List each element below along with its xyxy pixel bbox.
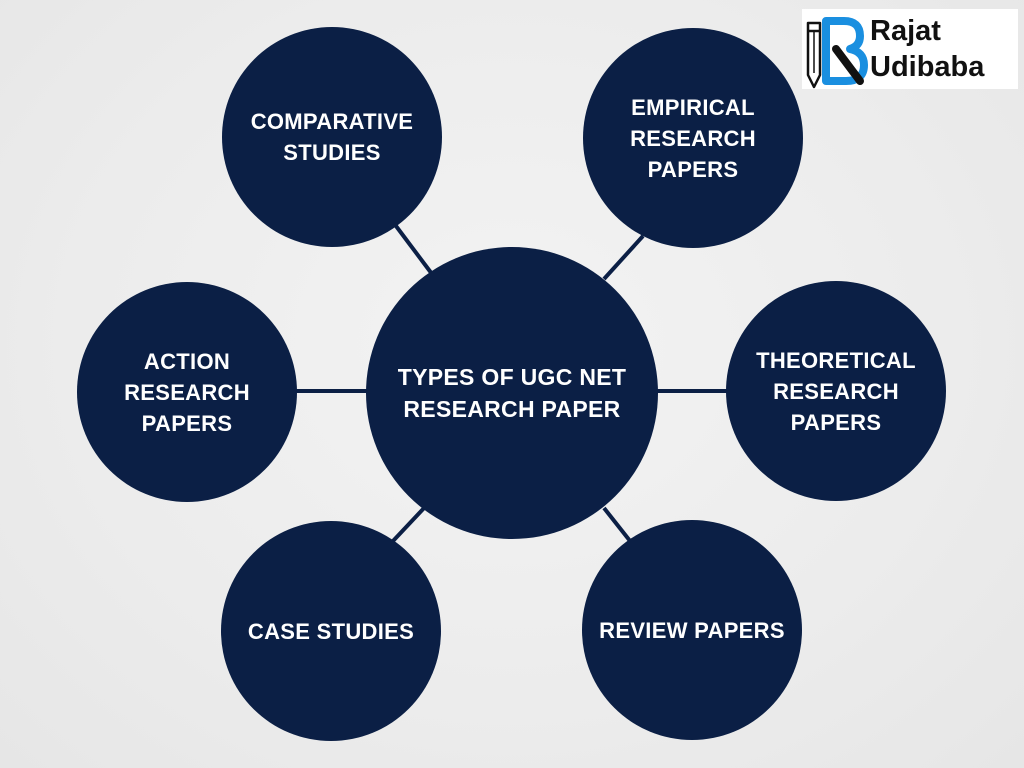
node-case-studies: CASE STUDIES: [221, 521, 441, 741]
node-label: COMPARATIVE STUDIES: [250, 109, 414, 165]
connector-comparative: [391, 220, 434, 276]
center-node-label: TYPES OF UGC NET RESEARCH PAPER: [397, 364, 627, 422]
connector-empirical: [602, 234, 645, 281]
node-comparative-studies: COMPARATIVE STUDIES: [222, 27, 442, 247]
brand-name: Rajat Udibaba: [870, 13, 984, 85]
node-action-research-papers: ACTION RESEARCH PAPERS: [77, 282, 297, 502]
node-label: ACTION RESEARCH PAPERS: [124, 348, 250, 436]
node-review-papers: REVIEW PAPERS: [582, 520, 802, 740]
node-label: REVIEW PAPERS: [599, 617, 785, 643]
brand-logo: Rajat Udibaba: [802, 9, 1018, 89]
pencil-r-monogram-icon: [802, 9, 870, 89]
connector-case: [391, 505, 427, 543]
node-label: EMPIRICAL RESEARCH PAPERS: [630, 94, 756, 182]
node-label: CASE STUDIES: [247, 618, 415, 644]
node-theoretical-research-papers: THEORETICAL RESEARCH PAPERS: [726, 281, 946, 501]
node-empirical-research-papers: EMPIRICAL RESEARCH PAPERS: [583, 28, 803, 248]
center-node: TYPES OF UGC NET RESEARCH PAPER: [366, 247, 658, 539]
brand-name-line2: Udibaba: [870, 51, 985, 83]
node-label: THEORETICAL RESEARCH PAPERS: [756, 347, 916, 435]
brand-name-line1: Rajat: [870, 15, 941, 47]
